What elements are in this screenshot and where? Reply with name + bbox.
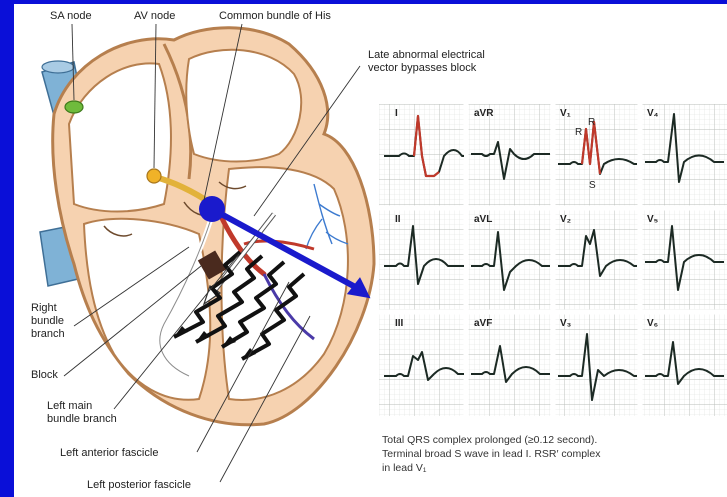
ecg-lead-label-II: II — [395, 214, 401, 225]
label-left-main-line1: Left main — [47, 400, 92, 413]
ecg-lead-label-V5: V₅ — [647, 214, 658, 225]
ecg-lead-label-V3: V₃ — [560, 318, 571, 329]
caption-line2: Terminal broad S wave in lead I. RSR′ co… — [382, 448, 600, 461]
label-block: Block — [31, 369, 58, 382]
caption-line1: Total QRS complex prolonged (≥0.12 secon… — [382, 434, 597, 447]
label-right-bundle-line2: bundle — [31, 315, 64, 328]
ecg-lead-label-V1: V₁ — [560, 108, 571, 119]
sa-node — [65, 101, 83, 113]
label-right-bundle-line1: Right — [31, 302, 57, 315]
label-av-node: AV node — [134, 10, 175, 23]
ecg-lead-label-I: I — [395, 108, 398, 119]
caption-line3: in lead V₁ — [382, 462, 426, 475]
label-sa-node: SA node — [50, 10, 92, 23]
figure-panel: SA node AV node Common bundle of His Lat… — [14, 4, 727, 497]
label-left-main-line2: bundle branch — [47, 413, 117, 426]
ecg-lead-label-aVF: aVF — [474, 318, 492, 329]
ecg-lead-label-V4: V₄ — [647, 108, 658, 119]
ecg-lead-label-V2: V₂ — [560, 214, 571, 225]
label-late-vector-line2: vector bypasses block — [368, 62, 476, 75]
label-late-vector-line1: Late abnormal electrical — [368, 49, 485, 62]
left-atrium-chamber — [186, 50, 301, 162]
ecg-lead-label-aVR: aVR — [474, 108, 493, 119]
label-right-bundle-line3: branch — [31, 328, 65, 341]
ecg-lead-label-V6: V₆ — [647, 318, 658, 329]
av-node — [147, 169, 161, 183]
v1-wave-label-r-prime: R — [588, 117, 595, 128]
heart-conduction-diagram — [14, 4, 727, 497]
label-common-bundle: Common bundle of His — [219, 10, 331, 23]
v1-wave-label-r: R — [575, 127, 582, 138]
v1-wave-label-s: S — [589, 180, 596, 191]
label-left-posterior: Left posterior fascicle — [87, 479, 191, 492]
label-left-anterior: Left anterior fascicle — [60, 447, 158, 460]
ecg-lead-label-III: III — [395, 318, 403, 329]
ecg-lead-label-aVL: aVL — [474, 214, 492, 225]
